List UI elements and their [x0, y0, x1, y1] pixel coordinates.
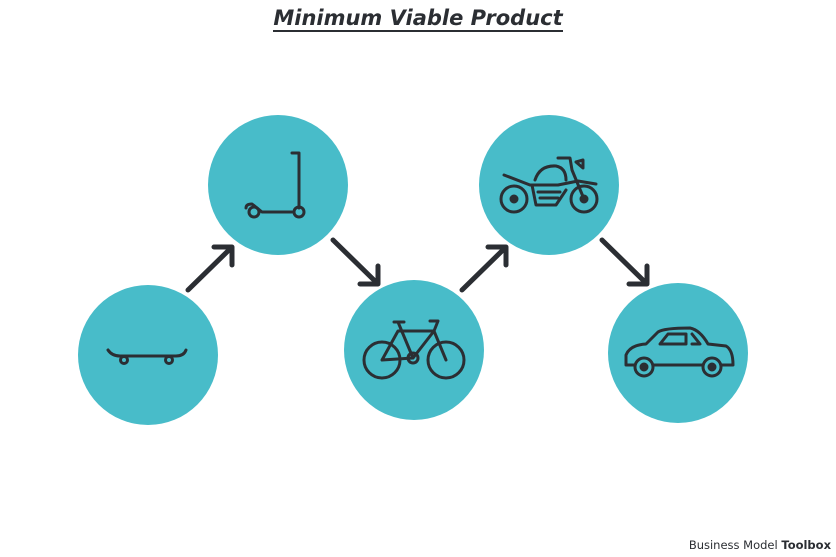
stage-skateboard [78, 285, 218, 425]
brand-regular: Business Model [688, 538, 778, 552]
skateboard-icon [106, 348, 188, 365]
stage-bicycle [344, 280, 484, 420]
arrow-2 [330, 237, 381, 287]
brand-bold: Toolbox [781, 538, 831, 552]
arrow-4 [599, 237, 650, 287]
page-title: Minimum Viable Product [0, 6, 836, 32]
stage-scooter [208, 115, 348, 255]
car-icon [624, 326, 735, 378]
brand-logo: Business Model Toolbox [689, 538, 831, 552]
title-text: Minimum Viable Product [273, 6, 563, 32]
motorcycle-icon [499, 156, 599, 214]
arrow-3 [459, 244, 509, 293]
arrow-1 [185, 244, 235, 293]
stage-motorcycle [479, 115, 619, 255]
bicycle-icon [362, 319, 466, 380]
stage-car [608, 283, 748, 423]
scooter-icon [244, 151, 306, 219]
